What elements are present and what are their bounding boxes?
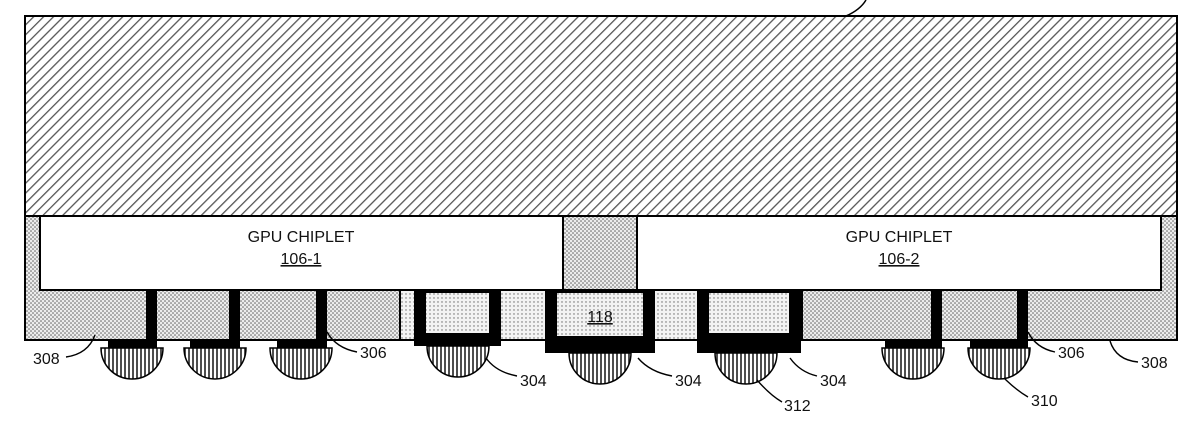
chiplet-1-ref: 106-1 xyxy=(281,251,322,268)
ref-304-b: 304 xyxy=(675,373,702,390)
pad-r1 xyxy=(885,339,942,348)
pad-r2 xyxy=(970,339,1028,348)
chiplet-2-title: GPU CHIPLET xyxy=(846,229,953,246)
gap-fill xyxy=(562,215,638,291)
bump-l3 xyxy=(269,347,333,380)
pad-l1 xyxy=(108,339,157,348)
redistribution-304-left xyxy=(414,290,501,346)
top-carrier-leader xyxy=(845,0,867,17)
interconnects xyxy=(108,290,1028,353)
bump-310 xyxy=(967,347,1031,380)
top-carrier xyxy=(24,15,1178,217)
ref-304-c: 304 xyxy=(820,373,847,390)
bump-r1 xyxy=(881,347,945,380)
gpu-chiplet-2 xyxy=(636,215,1162,291)
bridge-box-right xyxy=(707,291,791,339)
pad-l3 xyxy=(277,339,327,348)
redistribution-304-middle xyxy=(545,290,655,353)
bump-l1 xyxy=(100,347,164,380)
chiplet-1-title: GPU CHIPLET xyxy=(248,229,355,246)
pillar-r2 xyxy=(1017,290,1028,342)
leader-lines xyxy=(65,331,1139,403)
pillar-r1 xyxy=(931,290,942,342)
pillar-l1 xyxy=(146,290,157,342)
bump-m1 xyxy=(426,345,490,378)
ref-306-right: 306 xyxy=(1058,345,1085,362)
solder-bumps xyxy=(100,345,1031,385)
pillar-l2 xyxy=(229,290,240,342)
gpu-chiplet-1 xyxy=(39,215,564,291)
bridge-ref: 118 xyxy=(587,309,613,326)
bump-l2 xyxy=(183,347,247,380)
chiplet-2-ref: 106-2 xyxy=(879,251,920,268)
ref-306-left: 306 xyxy=(360,345,387,362)
ref-304-a: 304 xyxy=(520,373,547,390)
ref-310: 310 xyxy=(1031,393,1058,410)
bump-312 xyxy=(714,352,778,385)
ref-308-right: 308 xyxy=(1141,355,1168,372)
ref-312: 312 xyxy=(784,398,811,415)
pillar-l3 xyxy=(316,290,327,342)
bump-m2 xyxy=(568,352,632,385)
pad-l2 xyxy=(190,339,240,348)
ref-308-left: 308 xyxy=(33,351,60,368)
bridge-box-left xyxy=(419,291,498,339)
redistribution-304-right xyxy=(697,290,801,353)
